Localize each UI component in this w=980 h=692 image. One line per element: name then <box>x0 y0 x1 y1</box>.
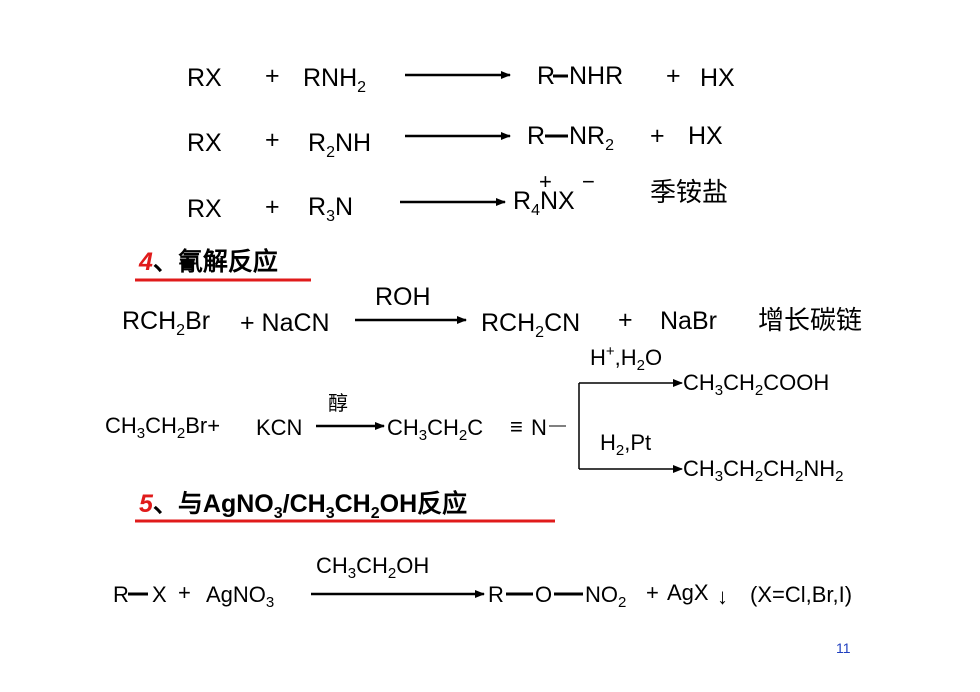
reaction5-triple-bond: ≡ <box>510 414 523 439</box>
reaction4-product: RCH2CN <box>481 309 581 341</box>
reaction1-reactant1: RX <box>187 64 222 92</box>
reaction4-reagent: + NaCN <box>240 309 330 337</box>
reaction2-byproduct: HX <box>688 122 723 150</box>
reaction6-byproduct: AgX <box>667 580 709 605</box>
reaction3-reactant1: RX <box>187 195 222 223</box>
reaction2-plus: + <box>265 126 280 154</box>
reaction5-condition: 醇 <box>328 391 348 415</box>
reaction6-r: R <box>113 582 129 607</box>
reaction6-precipitate-arrow: ↓ <box>717 584 728 609</box>
reaction3-product: R4NX <box>513 187 575 219</box>
page-number: 11 <box>836 640 851 656</box>
reaction5-product: CH3CH2C <box>387 415 484 444</box>
reaction4-note: 增长碳链 <box>758 306 863 336</box>
reaction3-minus-charge: − <box>582 169 595 194</box>
reaction2-product-r: R <box>527 122 546 150</box>
reaction1-reactant2: RNH2 <box>303 64 367 96</box>
reaction1-plus: + <box>265 62 280 90</box>
reaction5-reagent: KCN <box>256 415 303 440</box>
reaction2-reactant1: RX <box>187 129 222 157</box>
reaction6-reagent: AgNO3 <box>206 582 275 611</box>
reaction4-byproduct: NaBr <box>660 307 717 335</box>
reaction5-top-condition: H+,H2O <box>590 343 663 374</box>
reaction2-plus2: + <box>650 122 665 150</box>
reaction6-plus: + <box>178 580 191 605</box>
reaction3-reactant2: R3N <box>308 193 354 225</box>
section4-heading: 4、氰解反应 <box>139 248 278 276</box>
reaction5-bottom-condition: H2,Pt <box>600 430 652 459</box>
reaction2-product-group: NR2 <box>569 122 615 154</box>
reaction5-bottom-product: CH3CH2CH2NH2 <box>683 456 844 485</box>
reaction1-product-r: R <box>537 62 556 90</box>
reaction4-reactant1: RCH2Br <box>122 307 211 339</box>
reaction5-top-product: CH3CH2COOH <box>683 370 830 399</box>
reaction1-product-group: NHR <box>569 62 624 90</box>
reaction4-condition: ROH <box>375 283 431 311</box>
reaction6-product-no2: NO2 <box>585 582 627 611</box>
reaction2-reactant2: R2NH <box>308 129 372 161</box>
reaction1-byproduct: HX <box>700 64 735 92</box>
reaction5-reactant: CH3CH2Br+ <box>105 413 221 442</box>
reaction1-plus2: + <box>666 62 681 90</box>
reaction3-plus: + <box>265 193 280 221</box>
reaction6-x: X <box>152 582 167 607</box>
reaction6-product-r: R <box>488 582 504 607</box>
reaction6-note: (X=Cl,Br,I) <box>750 582 853 607</box>
reaction6-plus2: + <box>646 580 659 605</box>
reaction4-plus2: + <box>618 306 633 334</box>
reaction6-product-o: O <box>535 582 553 607</box>
reaction3-plus-charge: + <box>539 169 552 194</box>
section5-heading: 5、与AgNO3/CH3CH2OH反应 <box>139 490 468 522</box>
reaction3-note: 季铵盐 <box>650 178 729 208</box>
reaction5-nitrogen: N <box>531 415 547 440</box>
reaction6-condition: CH3CH2OH <box>316 553 430 582</box>
